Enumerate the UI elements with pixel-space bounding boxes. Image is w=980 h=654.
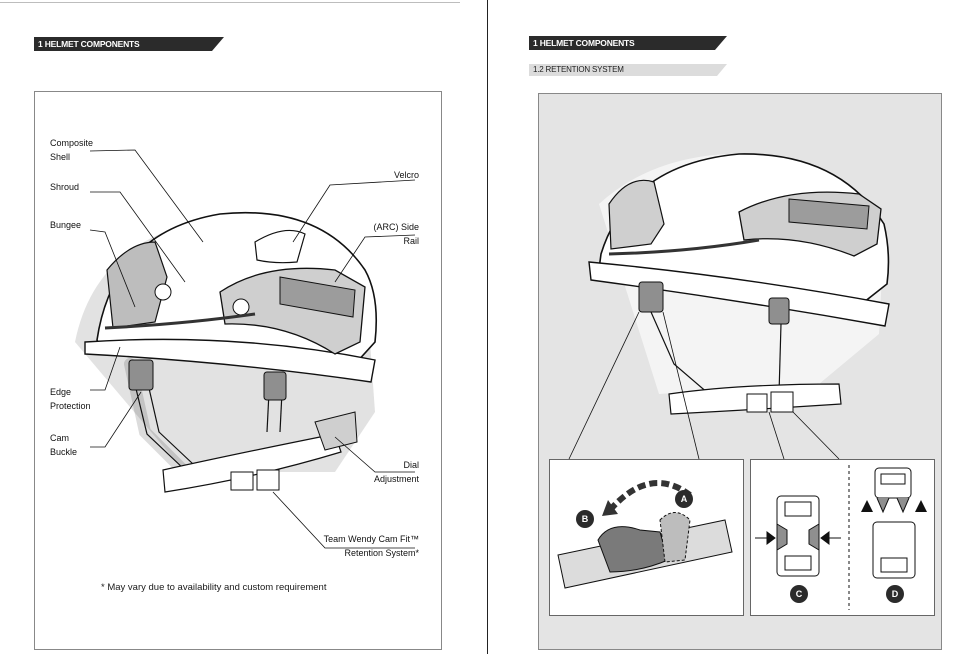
label-retention-system-line2: Retention System* [344,548,419,558]
label-cam-buckle: Cam Buckle [50,431,77,459]
label-edge-protection-line2: Protection [50,401,91,411]
label-velcro: Velcro [393,170,419,180]
label-dial-adjustment: Dial Adjustment [374,458,419,486]
cam-buckle-inset: A B [549,459,744,616]
top-rule [0,2,460,3]
marker-a: A [675,490,693,508]
label-arc-side-rail-line2: Rail [403,236,419,246]
label-composite-shell: Composite Shell [50,136,93,164]
label-edge-protection: Edge Protection [50,385,91,413]
retention-system-panel: A B C D [538,93,942,650]
label-edge-protection-line1: Edge [50,387,72,397]
label-composite-shell-line2: Shell [50,152,71,162]
label-bungee: Bungee [50,220,82,230]
helmet-components-panel: Composite Shell Shroud Bungee Velcro (AR… [34,91,442,650]
label-shroud: Shroud [50,182,80,192]
label-retention-system-line1: Team Wendy Cam Fit™ [323,534,419,544]
marker-d: D [886,585,904,603]
marker-c: C [790,585,808,603]
quick-release-buckle-diagram [755,465,927,610]
subsection-header: 1.2 RETENTION SYSTEM [529,64,727,76]
page-divider [487,0,488,654]
footnote: * May vary due to availability and custo… [101,582,327,593]
label-cam-buckle-line2: Buckle [50,447,78,457]
label-composite-shell-line1: Composite [50,138,94,148]
marker-b: B [576,510,594,528]
section-header-left: 1 HELMET COMPONENTS [34,37,224,51]
label-cam-buckle-line1: Cam [50,433,70,443]
label-retention-system: Team Wendy Cam Fit™ Retention System* [324,532,419,560]
label-arc-side-rail: (ARC) Side Rail [373,220,419,248]
quick-release-buckle-inset: C D [750,459,935,616]
label-dial-adjustment-line2: Adjustment [373,474,419,484]
cam-buckle-diagram [557,480,733,589]
section-header-right: 1 HELMET COMPONENTS [529,36,727,50]
label-dial-adjustment-line1: Dial [403,460,419,470]
retention-system-illustration [568,153,890,460]
helmet-components-illustration [75,149,416,549]
label-arc-side-rail-line1: (ARC) Side [373,222,419,232]
